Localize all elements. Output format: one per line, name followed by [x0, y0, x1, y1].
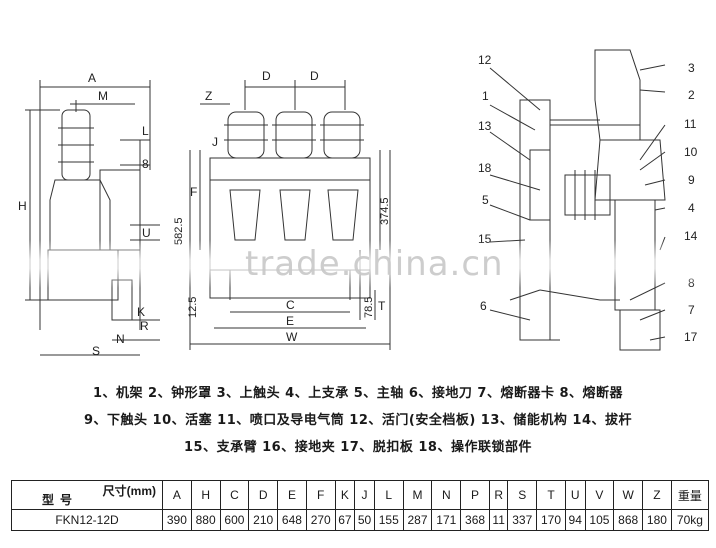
col-header: H: [190, 480, 221, 510]
dim-label-r: R: [140, 319, 149, 333]
value-cell: 50: [354, 509, 375, 531]
value-cell: 368: [460, 509, 490, 531]
col-header: R: [488, 480, 509, 510]
model-cell: FKN12-12D: [11, 509, 163, 531]
part-label-17: 17: [684, 330, 698, 344]
section-view: [489, 49, 666, 351]
watermark: trade.china.cn: [0, 240, 716, 288]
dim-label-374: 374.5: [379, 197, 391, 225]
col-header: L: [373, 480, 404, 510]
dim-label-c: C: [286, 298, 295, 312]
value-cell: 648: [277, 509, 307, 531]
col-header: V: [584, 480, 615, 510]
part-label-7: 7: [688, 303, 695, 317]
dim-label-582: 582.5: [173, 217, 185, 245]
dim-label-m: M: [98, 89, 108, 103]
col-header: E: [277, 480, 307, 510]
technical-drawing: A M L 8 H U K R N S: [18, 49, 698, 358]
part-label-4: 4: [688, 201, 695, 215]
dim-label-8: 8: [142, 157, 149, 171]
header-corner-cell: 尺寸(mm) 型号: [11, 480, 163, 510]
value-cell: 170: [536, 509, 566, 531]
dim-label-s: S: [92, 344, 100, 358]
col-header: N: [431, 480, 462, 510]
part-label-3: 3: [688, 61, 695, 75]
value-cell: 180: [642, 509, 672, 531]
dim-label-78-5: 78.5: [363, 297, 375, 318]
dim-label-h: H: [18, 199, 27, 213]
value-cell: 287: [402, 509, 433, 531]
col-header: J: [354, 480, 375, 510]
col-header: P: [460, 480, 490, 510]
value-cell: 390: [162, 509, 192, 531]
part-label-5: 5: [482, 193, 489, 207]
dim-label-u: U: [142, 226, 151, 240]
spec-value-row: FKN12-12D 390 880 600 210 648 270 67 50 …: [11, 509, 710, 531]
dim-label-d1: D: [262, 69, 271, 83]
dim-label-k: K: [137, 305, 145, 319]
dim-label-j: J: [212, 135, 218, 149]
col-header: D: [248, 480, 279, 510]
dim-label-a: A: [88, 71, 96, 85]
legend-line-3: 15、支承臂 16、接地夹 17、脱扣板 18、操作联锁部件: [184, 440, 532, 455]
col-header: W: [613, 480, 644, 510]
spec-table: 尺寸(mm) 型号 A H C D E F K J L M N P R S T …: [11, 480, 710, 531]
value-cell: 105: [584, 509, 615, 531]
dim-label-w: W: [286, 330, 298, 344]
dim-label-n: N: [116, 332, 125, 346]
part-label-1: 1: [482, 89, 489, 103]
part-label-12: 12: [478, 53, 492, 67]
value-cell: 171: [431, 509, 462, 531]
value-cell: 67: [334, 509, 356, 531]
col-header: T: [536, 480, 566, 510]
value-cell: 94: [564, 509, 586, 531]
dim-label-t: T: [378, 299, 386, 313]
part-label-13: 13: [478, 119, 492, 133]
legend-line-2: 9、下触头 10、活塞 11、喷口及导电气筒 12、活门(安全档板) 13、储能…: [83, 413, 632, 428]
col-header: S: [507, 480, 538, 510]
value-cell: 70kg: [670, 509, 710, 531]
col-header: M: [402, 480, 433, 510]
dim-label-e: E: [286, 314, 294, 328]
col-header: U: [564, 480, 586, 510]
dim-label-d2: D: [310, 69, 319, 83]
value-cell: 868: [613, 509, 644, 531]
dim-label-z: Z: [205, 89, 212, 103]
col-header: Z: [642, 480, 672, 510]
dim-label-f: F: [190, 185, 197, 199]
legend-line-1: 1、机架 2、钟形罩 3、上触头 4、上支承 5、主轴 6、接地刀 7、熔断器卡…: [92, 386, 624, 401]
part-label-10: 10: [684, 145, 698, 159]
value-cell: 600: [219, 509, 250, 531]
col-header: A: [162, 480, 192, 510]
spec-header-row: 尺寸(mm) 型号 A H C D E F K J L M N P R S T …: [11, 480, 710, 510]
watermark-text: trade.china.cn: [245, 244, 504, 284]
part-label-9: 9: [688, 173, 695, 187]
part-label-11: 11: [684, 117, 697, 131]
value-cell: 880: [190, 509, 221, 531]
col-header: K: [334, 480, 356, 510]
part-label-14: 14: [684, 229, 698, 243]
col-header: 重量: [670, 480, 710, 510]
dim-label-l: L: [142, 124, 149, 138]
value-cell: 155: [373, 509, 404, 531]
part-label-6: 6: [480, 299, 487, 313]
part-label-18: 18: [478, 161, 492, 175]
dim-label-12-5: 12.5: [187, 297, 199, 318]
part-label-2: 2: [688, 88, 695, 102]
value-cell: 270: [305, 509, 336, 531]
header-dimension-label: 尺寸(mm): [102, 484, 156, 498]
col-header: C: [219, 480, 250, 510]
col-header: F: [305, 480, 336, 510]
value-cell: 210: [248, 509, 279, 531]
header-model-label: 型号: [42, 493, 79, 507]
value-cell: 337: [507, 509, 538, 531]
value-cell: 11: [488, 509, 509, 531]
